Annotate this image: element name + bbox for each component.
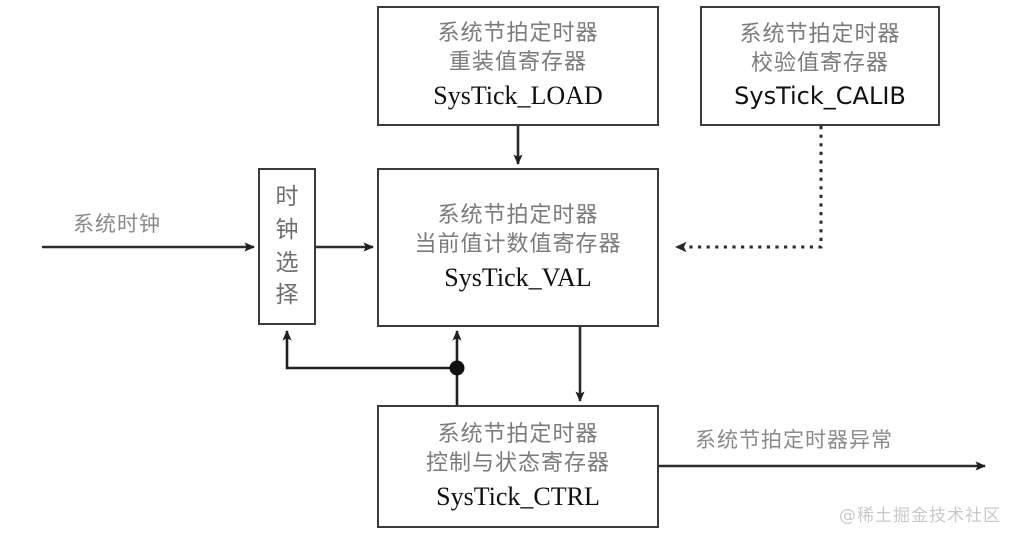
clock-select-char-1: 时: [275, 184, 299, 211]
box-systick-load[interactable]: 系统节拍定时器 重装值寄存器 SysTick_LOAD: [377, 6, 659, 126]
box-systick-calib[interactable]: 系统节拍定时器 校验值寄存器 SysTick_CALIB: [700, 6, 940, 126]
box-ctrl-register: SysTick_CTRL: [436, 481, 600, 511]
box-val-register: SysTick_VAL: [444, 262, 592, 292]
box-clock-select-label: 时 钟 选 择: [276, 181, 299, 312]
box-val-cn-line2: 当前值计数值寄存器: [414, 231, 622, 257]
box-load-register: SysTick_LOAD: [433, 81, 603, 111]
wire-calib-to-val-dotted: [675, 126, 823, 253]
box-calib-cn-line2: 校验值寄存器: [750, 50, 889, 76]
box-systick-ctrl[interactable]: 系统节拍定时器 控制与状态寄存器 SysTick_CTRL: [377, 405, 659, 528]
clock-select-char-4: 择: [275, 282, 299, 309]
watermark: @稀土掘金技术社区: [839, 506, 1001, 526]
box-calib-cn-line1: 系统节拍定时器: [739, 21, 901, 47]
wire-feedback-to-clockselect: [282, 330, 457, 370]
label-system-clock: 系统时钟: [73, 212, 161, 236]
box-systick-val[interactable]: 系统节拍定时器 当前值计数值寄存器 SysTick_VAL: [377, 168, 659, 327]
box-load-cn-line2: 重装值寄存器: [448, 50, 587, 76]
box-ctrl-cn-line1: 系统节拍定时器: [437, 421, 599, 447]
label-systick-exception: 系统节拍定时器异常: [695, 428, 893, 452]
box-val-cn-line1: 系统节拍定时器: [437, 202, 599, 228]
clock-select-char-3: 选: [275, 249, 299, 276]
box-clock-select[interactable]: 时 钟 选 择: [258, 168, 316, 325]
clock-select-char-2: 钟: [275, 216, 299, 243]
box-calib-register: SysTick_CALIB: [734, 81, 906, 110]
junction-dot: [449, 360, 465, 376]
box-load-cn-line1: 系统节拍定时器: [437, 21, 599, 47]
box-ctrl-cn-line2: 控制与状态寄存器: [425, 450, 610, 476]
